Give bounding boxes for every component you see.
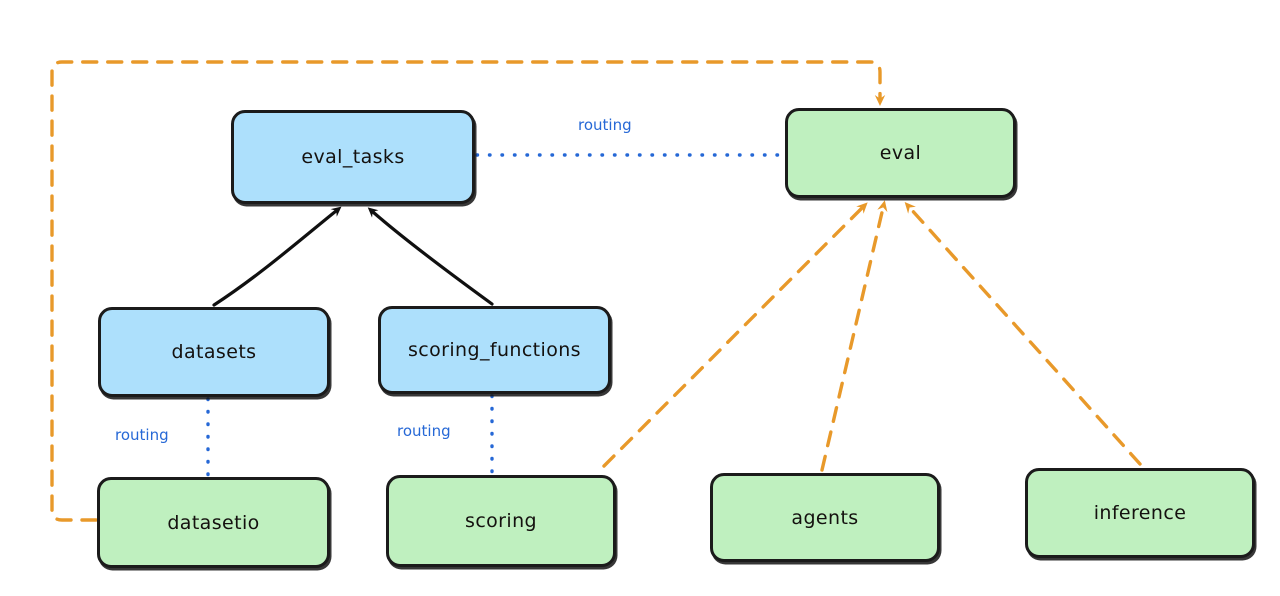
node-datasetio[interactable]: datasetio (97, 477, 330, 568)
node-label-agents: agents (791, 506, 859, 529)
node-label-scoring-functions: scoring_functions (408, 339, 581, 361)
edge-label-routing-datasets-datasetio: routing (115, 426, 169, 444)
edge-label-routing-scoring-functions-scoring: routing (397, 422, 451, 440)
node-label-inference: inference (1093, 502, 1187, 524)
edge-agents-to-eval-dependency (820, 200, 888, 472)
node-scoring-functions[interactable]: scoring_functions (378, 306, 611, 394)
node-scoring[interactable]: scoring (386, 475, 616, 567)
node-agents[interactable]: agents (710, 473, 940, 562)
node-label-scoring: scoring (465, 510, 537, 532)
node-inference[interactable]: inference (1025, 468, 1255, 558)
node-label-eval-tasks: eval_tasks (301, 146, 405, 168)
edge-inference-to-eval-dependency (904, 202, 1142, 466)
node-label-eval: eval (879, 142, 922, 164)
node-datasets[interactable]: datasets (98, 307, 330, 397)
edge-scoring-functions-to-eval-tasks (367, 207, 494, 306)
node-label-datasetio: datasetio (167, 511, 260, 534)
node-eval-tasks[interactable]: eval_tasks (231, 110, 475, 204)
edge-datasets-to-eval-tasks (212, 206, 342, 307)
node-eval[interactable]: eval (785, 108, 1016, 198)
edge-scoring-to-eval-dependency (602, 202, 868, 468)
node-label-datasets: datasets (171, 341, 257, 363)
edge-label-routing-eval-tasks-eval: routing (578, 116, 632, 134)
